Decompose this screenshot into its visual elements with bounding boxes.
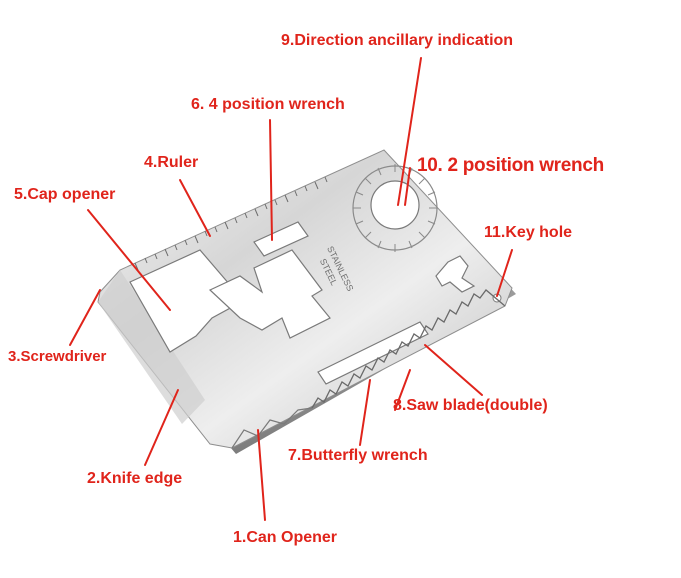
label-two-position-wrench: 10. 2 position wrench: [417, 155, 604, 176]
pointer-knife-edge: [144, 389, 179, 466]
pointer-butterfly: [359, 379, 371, 446]
pointer-cap-opener: [87, 209, 171, 311]
pointer-saw-blade-2: [394, 369, 411, 411]
pointer-ruler: [179, 179, 211, 237]
ruler-ticks: [134, 176, 328, 271]
label-can-opener: 1.Can Opener: [233, 529, 338, 546]
label-butterfly-wrench: 7.Butterfly wrench: [288, 447, 428, 464]
label-ruler: 4.Ruler: [144, 154, 199, 171]
label-saw-blade: 8.Saw blade(double): [393, 397, 548, 414]
label-four-position-wrench: 6. 4 position wrench: [191, 96, 345, 113]
wrench-slot: [253, 221, 309, 257]
label-knife-edge: 2.Knife edge: [87, 470, 183, 487]
label-screwdriver: 3.Screwdriver: [8, 348, 107, 365]
pointer-can-opener: [257, 429, 266, 521]
pointer-screwdriver: [69, 289, 101, 346]
pointer-wrench4: [269, 119, 273, 241]
label-key-hole: 11.Key hole: [484, 224, 573, 241]
pointer-key-hole: [496, 249, 513, 297]
pointer-wrench2: [404, 167, 411, 206]
label-cap-opener: 5.Cap opener: [14, 186, 116, 203]
cap-opener-cutout: [129, 249, 246, 353]
butterfly-wrench-slot: [317, 321, 429, 385]
four-position-wrench-cutout: [208, 249, 331, 339]
bottom-notches: [231, 407, 313, 449]
pointer-saw-blade: [424, 344, 483, 396]
two-position-wrench-cutout: [435, 255, 476, 293]
pointer-lines: [69, 57, 513, 521]
label-direction: 9.Direction ancillary indication: [281, 32, 514, 49]
saw-teeth: [311, 289, 506, 409]
compass-hole: [370, 180, 420, 230]
pointer-direction: [397, 57, 422, 206]
knife-bevel: [98, 270, 205, 424]
